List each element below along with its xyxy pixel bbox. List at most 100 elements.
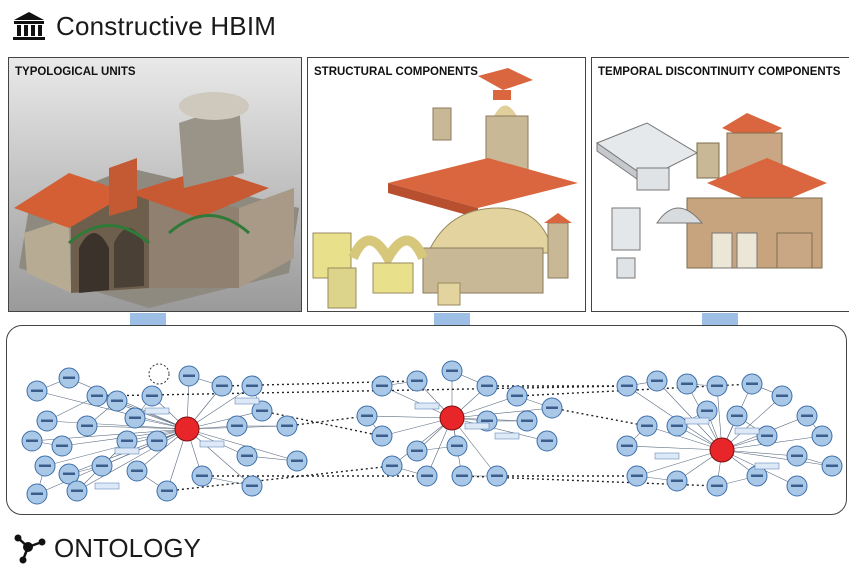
node-label	[96, 464, 108, 467]
typological-model-illustration	[14, 92, 299, 308]
node-label	[256, 409, 268, 412]
edge-label	[494, 432, 520, 440]
node-label	[631, 474, 643, 477]
node-label	[376, 384, 388, 387]
panel-temporal-discontinuity-components: TEMPORAL DISCONTINUITY COMPONENTS	[591, 57, 849, 312]
node-label	[621, 444, 633, 447]
graph-edge	[186, 428, 298, 462]
node-label	[521, 419, 533, 422]
graph-edge	[186, 428, 253, 487]
node-label	[151, 439, 163, 442]
node-label	[291, 459, 303, 462]
edge-label	[234, 397, 260, 405]
panel-label: STRUCTURAL COMPONENTS	[314, 66, 478, 78]
temporal-components-illustration	[595, 113, 827, 279]
panel-label: TEMPORAL DISCONTINUITY COMPONENTS	[598, 66, 841, 78]
graph-edge	[68, 377, 188, 430]
node-label	[71, 489, 83, 492]
node-label	[146, 394, 158, 397]
node-label	[816, 434, 828, 437]
graph-edge	[636, 449, 723, 477]
edge-label	[144, 407, 170, 415]
node-label	[41, 419, 53, 422]
graph-edge	[381, 385, 453, 419]
node-label	[161, 489, 173, 492]
node-label	[31, 389, 43, 392]
edge-label	[684, 417, 710, 425]
node-label	[26, 439, 38, 442]
node-label	[451, 444, 463, 447]
node-label	[91, 394, 103, 397]
page-title: Constructive HBIM	[56, 10, 277, 41]
node-label	[681, 382, 693, 385]
graph-edge	[46, 420, 188, 430]
node-label	[641, 424, 653, 427]
node-label	[81, 424, 93, 427]
graph-edge	[721, 449, 833, 467]
graph-edge	[76, 428, 188, 492]
node-label	[481, 384, 493, 387]
graph-edge	[116, 400, 188, 430]
node-label	[546, 406, 558, 409]
node-label	[31, 492, 43, 495]
graph-edge	[186, 385, 253, 430]
cross-link	[261, 410, 383, 437]
node-label	[361, 414, 373, 417]
node-label	[183, 374, 195, 377]
node-label	[791, 454, 803, 457]
node-label	[671, 424, 683, 427]
node-label	[801, 414, 813, 417]
node-label	[56, 444, 68, 447]
node-label	[446, 369, 458, 372]
node-label	[111, 399, 123, 402]
node-label	[246, 484, 258, 487]
cross-link	[96, 385, 628, 397]
graph-node-dashed	[148, 363, 170, 385]
edge-label	[199, 440, 225, 448]
node-label	[791, 484, 803, 487]
edge-label	[654, 452, 680, 460]
node-label	[701, 409, 713, 412]
edge-label	[464, 422, 490, 430]
graph-edge	[451, 417, 548, 442]
edge-label	[754, 462, 780, 470]
node-label	[751, 474, 763, 477]
node-label	[63, 472, 75, 475]
node-label	[421, 474, 433, 477]
graph-edge	[186, 410, 263, 430]
graph-edge	[656, 380, 723, 451]
node-label	[411, 449, 423, 452]
highlight-node	[439, 405, 465, 431]
ontology-label: ONTOLOGY	[54, 532, 201, 563]
header: Constructive HBIM	[12, 8, 276, 44]
edge-label	[734, 427, 760, 435]
edge-label	[94, 482, 120, 490]
ontology-graph-panel	[6, 325, 847, 515]
node-label	[711, 484, 723, 487]
node-label	[826, 464, 838, 467]
node-label	[386, 464, 398, 467]
node-label	[241, 454, 253, 457]
node-label	[39, 464, 51, 467]
node-label	[481, 419, 493, 422]
highlight-node	[174, 416, 200, 442]
node-label	[121, 439, 133, 442]
node-label	[129, 416, 141, 419]
ontology-footer: ONTOLOGY	[14, 532, 201, 564]
network-nodes-icon	[14, 534, 46, 564]
node-label	[281, 424, 293, 427]
graph-edge	[626, 445, 723, 451]
node-label	[746, 382, 758, 385]
graph-edge	[721, 449, 798, 457]
node-label	[491, 474, 503, 477]
node-label	[231, 424, 243, 427]
node-label	[456, 474, 468, 477]
cross-link	[286, 415, 368, 427]
exploded-structure-illustration	[312, 68, 578, 309]
edge-label	[414, 402, 440, 410]
panel-structural-components: STRUCTURAL COMPONENTS	[307, 57, 586, 312]
graph-edge	[366, 415, 453, 419]
node-label	[541, 439, 553, 442]
node-label	[776, 394, 788, 397]
node-label	[216, 384, 228, 387]
